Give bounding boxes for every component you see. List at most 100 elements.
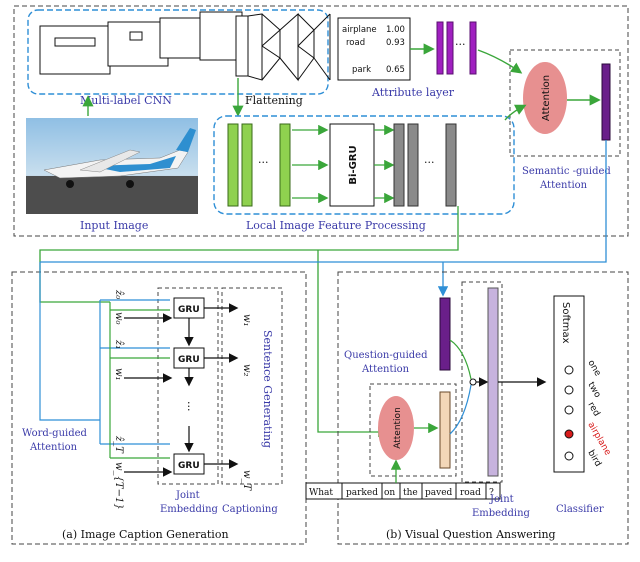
gru-dots: ···: [182, 401, 195, 412]
input-image-label: Input Image: [80, 219, 148, 232]
joint-label-b1: Joint: [489, 494, 514, 505]
green-input-lines: [109, 302, 170, 459]
attribute-layer-label: Attribute layer: [371, 86, 455, 99]
svg-text:road: road: [460, 488, 481, 498]
cnn-layers: [39, 11, 249, 77]
output-w2: w₂: [241, 364, 252, 377]
bigru-label: Bi-GRU: [348, 145, 359, 184]
answer-one: one: [585, 359, 602, 379]
green-line-to-caption: [39, 206, 459, 303]
svg-text:What: What: [309, 488, 333, 498]
softmax-label: Softmax: [560, 302, 571, 344]
svg-text:the: the: [403, 488, 418, 498]
svg-text:ẑ₀: ẑ₀: [113, 289, 124, 299]
gru-outputs: [204, 303, 239, 469]
bigru-box: [329, 123, 375, 207]
attention-ellipse-vqa: [378, 396, 414, 460]
line-v-to-fusion: [449, 384, 472, 435]
multilabel-cnn-label: Multi-label CNN: [80, 94, 172, 107]
visual-feature-bar: [439, 391, 451, 469]
word-input-arrows: [124, 313, 173, 477]
attribute-table: [337, 17, 411, 81]
captioning-label: Captioning: [222, 504, 278, 515]
bigru-output-bar-3: [445, 123, 457, 207]
joint-label-a2: Embedding: [160, 504, 219, 515]
captioning-box: [221, 287, 283, 485]
line-q-to-fusion: [449, 339, 472, 380]
answer-two: two: [585, 381, 602, 401]
bigru-output-dots: ···: [424, 156, 435, 169]
bigru-output-bar-1: [393, 123, 405, 207]
svg-text:on: on: [384, 488, 395, 498]
attr-score-1: 0.93: [386, 38, 405, 48]
output-wT: w_T: [241, 470, 252, 492]
semantic-guided-label-2: Attention: [539, 180, 588, 191]
output-w1: w₁: [241, 314, 252, 327]
svg-text:parked: parked: [346, 488, 378, 498]
input-symbols: ẑ₀ w₀ ẑ₁ w₁ ẑ_T w_{T−1}: [113, 289, 124, 510]
local-feature-bar-2: [241, 123, 253, 207]
gru-label-3: GRU: [178, 461, 200, 471]
classifier-box: [553, 295, 585, 473]
green-line-to-vqa-attention: [317, 250, 389, 438]
attribute-bar-1: [436, 21, 444, 75]
joint-label-b2: Embedding: [472, 508, 531, 519]
multilabel-cnn-box: [27, 9, 329, 95]
attribute-bar-3: [469, 21, 477, 75]
vqa-panel-title: (b) Visual Question Answering: [386, 528, 556, 541]
local-feature-dots: ···: [258, 156, 269, 169]
attr-score-2: 0.65: [386, 65, 405, 75]
caption-panel-title: (a) Image Caption Generation: [62, 528, 229, 541]
classifier-label: Classifier: [556, 504, 604, 515]
local-feature-label: Local Image Feature Processing: [246, 219, 426, 232]
attr-score-0: 1.00: [386, 25, 405, 35]
sentence-generating-label: Sentence Generating: [261, 330, 274, 448]
arrow-local-to-attention: [504, 104, 527, 121]
svg-text:w₀: w₀: [113, 312, 124, 325]
question-feature-bar: [439, 297, 451, 371]
blue-line-semantic: [40, 140, 607, 263]
svg-text:?: ?: [489, 488, 494, 498]
question-guided-label-2: Attention: [361, 364, 410, 375]
caption-panel-frame: [11, 271, 307, 545]
svg-text:w₁: w₁: [113, 368, 124, 381]
top-panel-frame: [13, 5, 629, 237]
gru-label-2: GRU: [178, 355, 200, 365]
input-image: [26, 118, 198, 214]
joint-embedding-box-a: [157, 287, 219, 485]
gru-label-1: GRU: [178, 305, 200, 315]
bigru-output-bar-2: [407, 123, 419, 207]
semantic-feature-bar: [601, 63, 611, 141]
attr-name-2: park: [352, 65, 371, 75]
svg-text:w_{T−1}: w_{T−1}: [113, 462, 124, 510]
arrows-from-bigru: [374, 124, 395, 204]
question-words: What parked on the paved road ?: [305, 482, 501, 500]
flattening-label: Flattening: [245, 94, 303, 107]
local-feature-bar-1: [227, 123, 239, 207]
word-guided-label-1: Word-guided: [22, 428, 88, 439]
attribute-bar-2: [446, 21, 454, 75]
local-feature-box: [213, 115, 515, 215]
answer-options: [564, 365, 574, 461]
answer-bird: bird: [585, 449, 602, 469]
attr-name-1: road: [346, 38, 365, 48]
answer-red: red: [585, 401, 601, 419]
attr-name-0: airplane: [342, 25, 377, 35]
question-guided-label-1: Question-guided: [344, 350, 428, 361]
arrows-to-bigru: [292, 124, 329, 204]
arrow-attr-to-attention: [477, 49, 523, 74]
semantic-guided-label-1: Semantic -guided: [522, 166, 611, 177]
vqa-panel-frame: [337, 271, 629, 545]
fc-layers: [247, 12, 331, 82]
word-guided-label-2: Attention: [29, 442, 78, 453]
semantic-attention-box: [509, 49, 621, 157]
svg-text:paved: paved: [425, 488, 453, 498]
attention-ellipse-top: [523, 62, 567, 134]
svg-text:ẑ₁: ẑ₁: [113, 339, 124, 349]
svg-text:ẑ_T: ẑ_T: [113, 435, 124, 454]
joint-label-a1: Joint: [175, 490, 200, 501]
joint-feature-bar: [487, 287, 499, 477]
fusion-node: [469, 378, 477, 386]
local-feature-bar-3: [279, 123, 291, 207]
